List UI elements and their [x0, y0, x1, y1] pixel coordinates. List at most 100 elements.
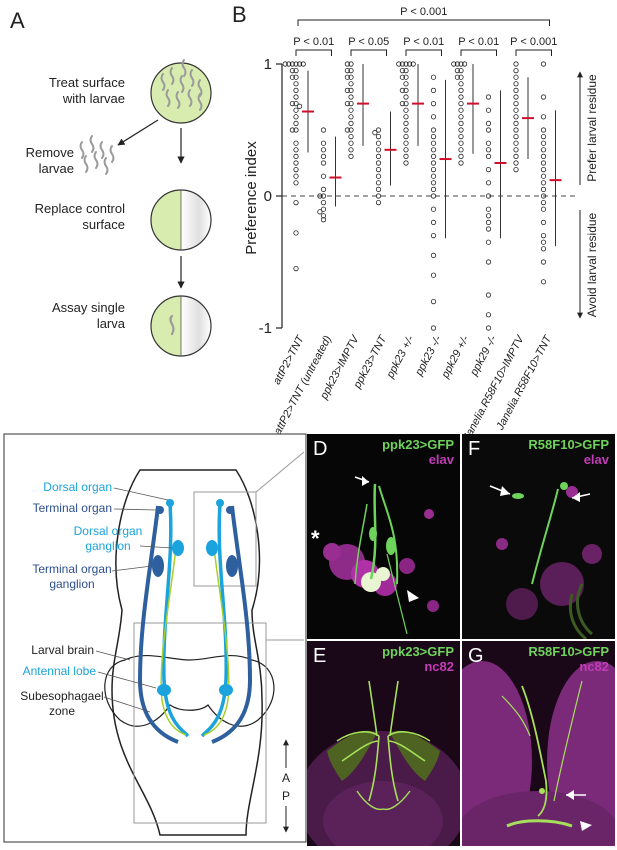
- data-point: [403, 134, 409, 140]
- comparison-bracket: P < 0.001: [510, 36, 557, 56]
- data-point: [293, 230, 299, 236]
- data-point: [320, 213, 327, 219]
- data-point: [485, 167, 492, 173]
- data-point: [430, 87, 437, 94]
- micrograph-d-gfp: ppk23>GFP: [382, 437, 454, 452]
- ap-axis: A P: [282, 739, 290, 833]
- data-point: [293, 140, 299, 146]
- data-point: [513, 107, 519, 113]
- panel-label-d: D: [313, 438, 328, 460]
- label-terminal-ganglion-line2: ganglion: [49, 577, 94, 591]
- data-point: [293, 94, 299, 100]
- data-point: [430, 193, 437, 199]
- zoom-box-ganglion: [193, 491, 257, 587]
- data-point: [282, 61, 288, 67]
- data-point: [430, 180, 437, 186]
- data-point: [403, 74, 409, 80]
- data-point: [540, 233, 547, 239]
- data-point: [458, 114, 464, 120]
- data-point: [458, 68, 464, 74]
- data-point: [454, 61, 460, 67]
- data-point: [403, 107, 409, 113]
- larva-shape: [175, 91, 181, 109]
- panel-label-b: B: [232, 2, 247, 27]
- data-point: [296, 61, 303, 67]
- data-point: [375, 140, 382, 146]
- data-point: [485, 213, 492, 219]
- larva-shape: [89, 135, 95, 153]
- larva-shape: [79, 141, 85, 159]
- data-point: [348, 140, 354, 146]
- category-label: ppk23 -/-: [413, 333, 445, 378]
- micrograph-e: ppk23>GFP nc82 E: [307, 641, 460, 846]
- data-point: [348, 147, 354, 153]
- data-point: [485, 120, 492, 127]
- data-point: [399, 74, 405, 80]
- label-dorsal-ganglion-line1: Dorsal organ: [74, 524, 143, 538]
- p-value-label: P < 0.01: [458, 36, 499, 48]
- micrograph-d-marker: elav: [428, 452, 454, 467]
- larva-shape: [99, 141, 105, 159]
- data-point: [540, 140, 547, 146]
- zoom-line-d: [255, 451, 305, 493]
- data-point: [451, 61, 457, 67]
- data-point: [293, 107, 299, 113]
- data-point: [293, 153, 299, 159]
- data-point: [375, 147, 382, 153]
- data-point: [403, 114, 409, 120]
- micrograph-f-title: R58F10>GFP elav: [528, 437, 609, 467]
- data-point: [513, 68, 519, 74]
- data-point: [430, 325, 437, 331]
- micrograph-g-marker: nc82: [579, 659, 609, 674]
- data-point: [540, 167, 547, 173]
- y-tick-label: -1: [259, 320, 272, 337]
- data-point: [430, 219, 437, 225]
- data-point: [485, 147, 492, 153]
- data-point: [293, 81, 299, 87]
- removed-larvae: [79, 135, 115, 175]
- larva-shape: [83, 155, 89, 173]
- label-seg-line2: zone: [49, 704, 75, 718]
- nerves-left: [137, 499, 190, 744]
- comparison-bracket: P < 0.001: [297, 6, 550, 26]
- data-point: [513, 94, 519, 100]
- micrograph-e-title: ppk23>GFP nc82: [382, 644, 454, 674]
- data-point: [375, 193, 382, 199]
- zoom-box-brain: [133, 622, 267, 824]
- data-point: [430, 147, 437, 153]
- arrow-remove: [117, 119, 159, 146]
- panel-c-frame: [3, 433, 307, 843]
- label-terminal-organ: Terminal organ: [33, 501, 112, 515]
- data-point: [540, 279, 547, 285]
- single-larva: [169, 314, 175, 336]
- data-point: [348, 81, 354, 87]
- data-point: [485, 259, 492, 265]
- treated-dish: [150, 62, 212, 124]
- data-point: [540, 200, 547, 206]
- data-point: [485, 312, 492, 318]
- data-point: [293, 114, 299, 120]
- data-point: [320, 200, 327, 206]
- data-point: [403, 153, 409, 159]
- data-point: [430, 252, 437, 258]
- data-point: [348, 68, 354, 74]
- y-axis-label: Preference index: [243, 141, 260, 255]
- data-point: [454, 68, 460, 74]
- data-point: [458, 153, 464, 159]
- data-point: [320, 193, 327, 199]
- data-point: [458, 87, 464, 94]
- axis-p-label: P: [282, 789, 290, 803]
- data-point: [289, 61, 295, 67]
- p-value-label: P < 0.01: [403, 36, 444, 48]
- data-point: [430, 167, 437, 173]
- data-point: [485, 153, 492, 159]
- data-point: [540, 219, 547, 225]
- data-point: [540, 206, 547, 212]
- data-point: [403, 147, 409, 153]
- data-point: [375, 134, 382, 140]
- split-dish-2: [150, 295, 212, 357]
- data-point: [458, 107, 464, 113]
- panel-label-f: F: [468, 438, 481, 460]
- data-point: [540, 147, 547, 153]
